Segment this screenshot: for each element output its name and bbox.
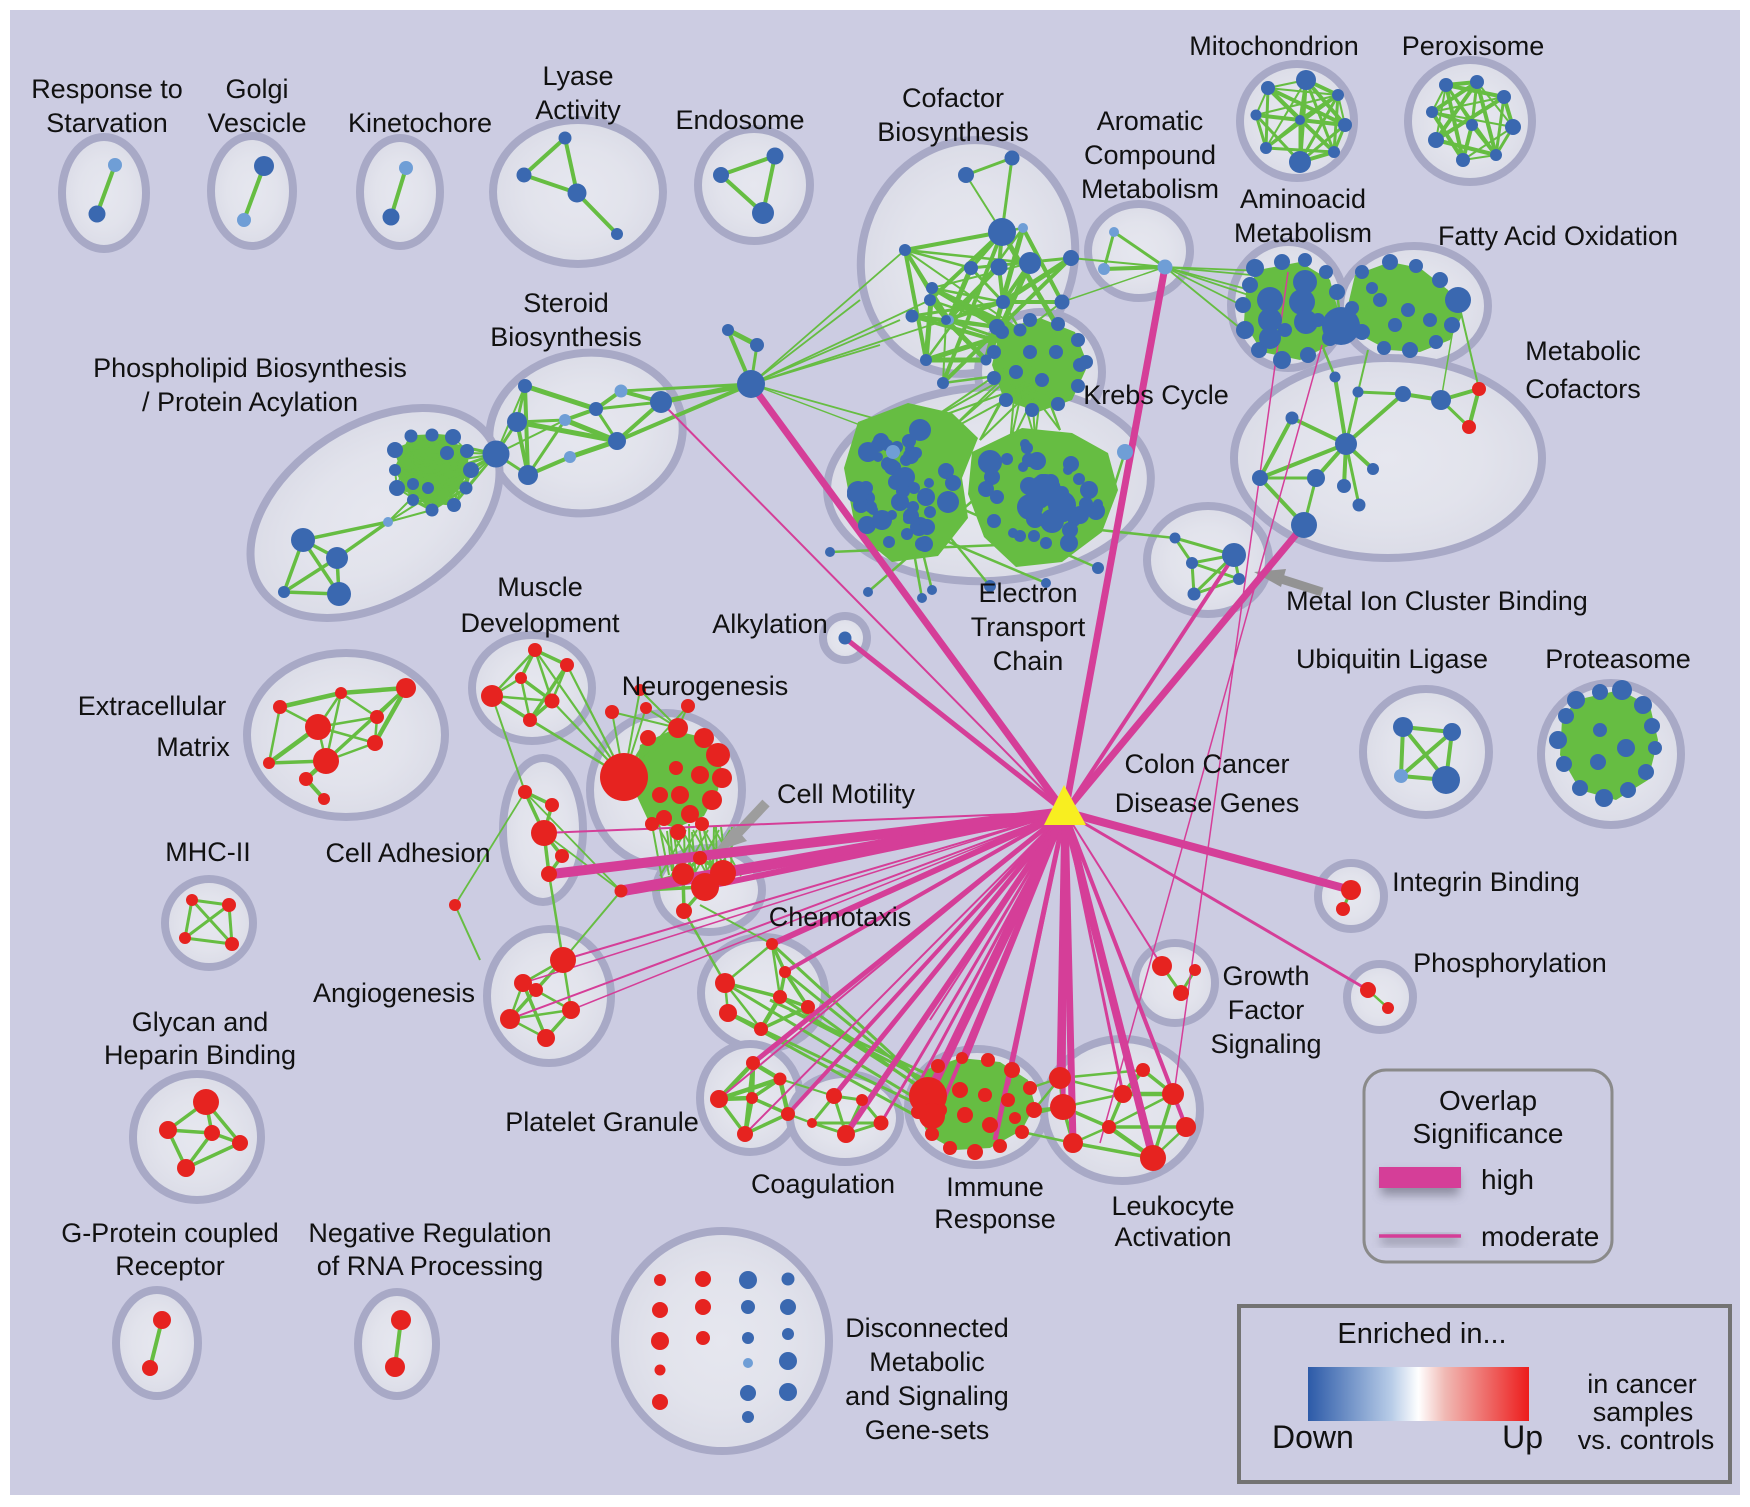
svg-text:Chemotaxis: Chemotaxis <box>769 902 912 932</box>
svg-text:/ Protein Acylation: / Protein Acylation <box>142 387 358 417</box>
svg-text:Heparin Binding: Heparin Binding <box>104 1040 296 1070</box>
svg-text:Electron: Electron <box>978 578 1077 608</box>
svg-text:Compound: Compound <box>1084 140 1216 170</box>
svg-text:Steroid: Steroid <box>523 288 609 318</box>
svg-text:Chain: Chain <box>993 646 1064 676</box>
svg-text:Kinetochore: Kinetochore <box>348 108 492 138</box>
svg-text:Metabolic: Metabolic <box>1525 336 1641 366</box>
svg-text:Immune: Immune <box>946 1172 1044 1202</box>
svg-text:Down: Down <box>1272 1419 1354 1455</box>
svg-text:Receptor: Receptor <box>115 1251 225 1281</box>
svg-text:Lyase: Lyase <box>542 61 613 91</box>
svg-text:Colon Cancer: Colon Cancer <box>1124 749 1289 779</box>
svg-text:Metabolic: Metabolic <box>869 1347 985 1377</box>
svg-text:Enriched in...: Enriched in... <box>1337 1318 1506 1350</box>
svg-text:Cofactors: Cofactors <box>1525 374 1641 404</box>
svg-text:Up: Up <box>1502 1419 1543 1455</box>
svg-text:Metabolism: Metabolism <box>1234 218 1372 248</box>
svg-text:Golgi: Golgi <box>225 74 288 104</box>
svg-text:Transport: Transport <box>971 612 1086 642</box>
svg-text:Cell Adhesion: Cell Adhesion <box>325 838 490 868</box>
svg-text:Muscle: Muscle <box>497 572 583 602</box>
svg-text:Biosynthesis: Biosynthesis <box>877 117 1029 147</box>
svg-text:Neurogenesis: Neurogenesis <box>622 671 789 701</box>
svg-text:Coagulation: Coagulation <box>751 1169 895 1199</box>
svg-text:Disease Genes: Disease Genes <box>1115 788 1300 818</box>
svg-text:moderate: moderate <box>1481 1221 1599 1252</box>
svg-text:Endosome: Endosome <box>675 105 804 135</box>
svg-text:Cell Motility: Cell Motility <box>777 779 916 809</box>
svg-text:Negative Regulation: Negative Regulation <box>308 1218 551 1248</box>
svg-text:Biosynthesis: Biosynthesis <box>490 322 642 352</box>
svg-text:Leukocyte: Leukocyte <box>1111 1191 1234 1221</box>
svg-text:Fatty Acid Oxidation: Fatty Acid Oxidation <box>1438 221 1678 251</box>
svg-text:Platelet Granule: Platelet Granule <box>505 1107 699 1137</box>
svg-text:Metal Ion Cluster Binding: Metal Ion Cluster Binding <box>1286 586 1588 616</box>
svg-text:Disconnected: Disconnected <box>845 1313 1009 1343</box>
svg-text:Extracellular: Extracellular <box>78 691 227 721</box>
svg-text:Vescicle: Vescicle <box>207 108 306 138</box>
svg-text:Matrix: Matrix <box>156 732 230 762</box>
svg-text:of RNA Processing: of RNA Processing <box>317 1251 544 1281</box>
svg-text:Aromatic: Aromatic <box>1097 106 1204 136</box>
svg-text:in cancer: in cancer <box>1587 1369 1697 1399</box>
svg-text:Ubiquitin Ligase: Ubiquitin Ligase <box>1296 644 1488 674</box>
svg-text:high: high <box>1481 1164 1534 1195</box>
svg-text:Gene-sets: Gene-sets <box>865 1415 990 1445</box>
svg-text:Significance: Significance <box>1413 1118 1564 1149</box>
svg-text:Starvation: Starvation <box>46 108 168 138</box>
svg-text:Factor: Factor <box>1228 995 1305 1025</box>
svg-text:Integrin Binding: Integrin Binding <box>1392 867 1580 897</box>
svg-text:Alkylation: Alkylation <box>712 609 828 639</box>
svg-text:Aminoacid: Aminoacid <box>1240 184 1366 214</box>
svg-text:Growth: Growth <box>1222 961 1309 991</box>
svg-text:Development: Development <box>460 608 620 638</box>
svg-text:MHC-II: MHC-II <box>165 837 250 867</box>
svg-text:Glycan and: Glycan and <box>132 1007 269 1037</box>
svg-text:Metabolism: Metabolism <box>1081 174 1219 204</box>
svg-text:Krebs Cycle: Krebs Cycle <box>1083 380 1229 410</box>
svg-text:Peroxisome: Peroxisome <box>1402 31 1545 61</box>
svg-text:Cofactor: Cofactor <box>902 83 1004 113</box>
svg-text:G-Protein coupled: G-Protein coupled <box>61 1218 279 1248</box>
svg-text:Proteasome: Proteasome <box>1545 644 1691 674</box>
svg-text:and Signaling: and Signaling <box>845 1381 1009 1411</box>
svg-text:samples: samples <box>1593 1397 1694 1427</box>
svg-text:Angiogenesis: Angiogenesis <box>313 978 475 1008</box>
svg-text:Response to: Response to <box>31 74 183 104</box>
svg-text:vs. controls: vs. controls <box>1578 1425 1715 1455</box>
svg-text:Response: Response <box>934 1204 1056 1234</box>
svg-text:Activation: Activation <box>1114 1222 1231 1252</box>
svg-text:Phospholipid Biosynthesis: Phospholipid Biosynthesis <box>93 353 407 383</box>
svg-text:Overlap: Overlap <box>1439 1085 1537 1116</box>
svg-text:Signaling: Signaling <box>1210 1029 1321 1059</box>
svg-text:Activity: Activity <box>535 95 621 125</box>
svg-text:Phosphorylation: Phosphorylation <box>1413 948 1607 978</box>
svg-text:Mitochondrion: Mitochondrion <box>1189 31 1359 61</box>
